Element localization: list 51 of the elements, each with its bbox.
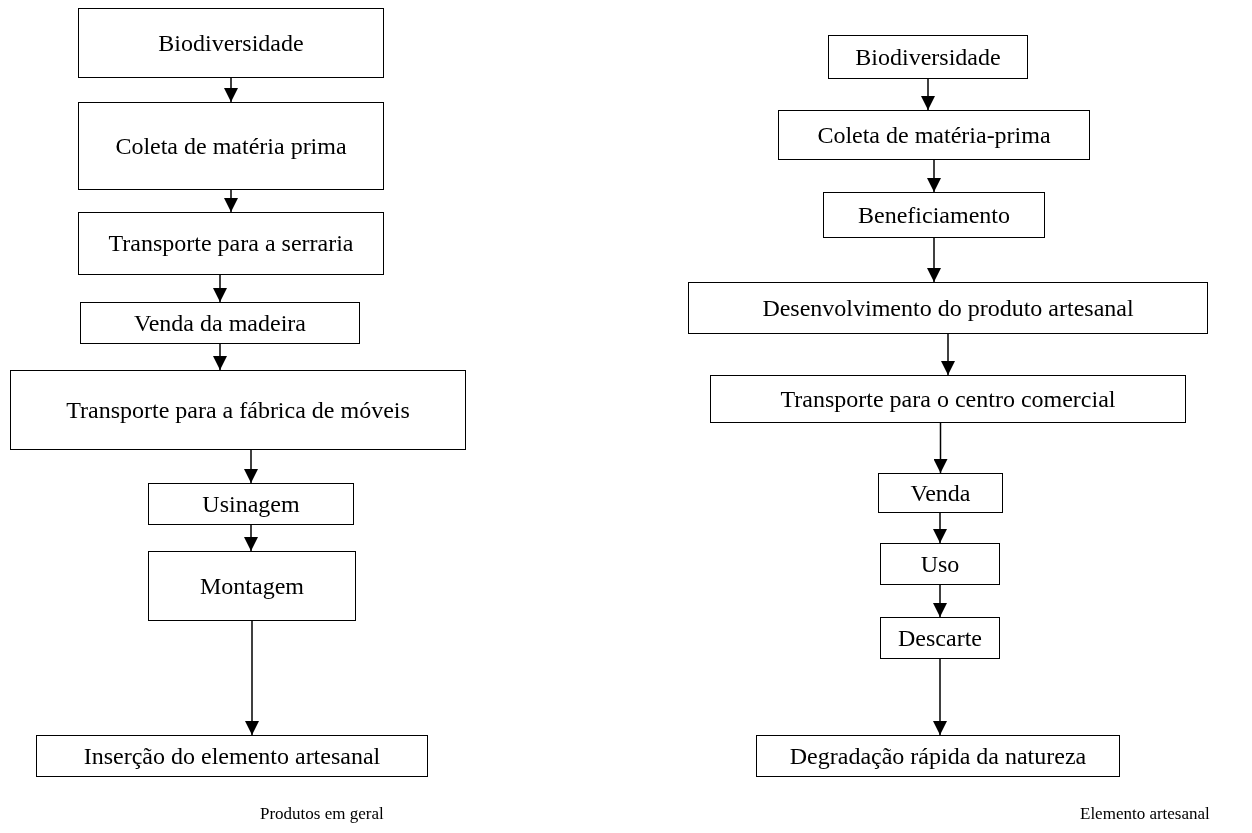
process-box (78, 102, 384, 190)
process-box (778, 110, 1090, 160)
box-label: Usinagem (202, 490, 300, 518)
box-label: Biodiversidade (855, 43, 1001, 71)
arrow (921, 78, 935, 111)
process-box (688, 282, 1208, 334)
process-box (710, 375, 1186, 423)
arrow (933, 422, 948, 474)
box-label: Transporte para a serraria (108, 230, 354, 257)
arrow (244, 449, 258, 484)
column-caption: Produtos em geral (260, 804, 384, 824)
box-label: Degradação rápida da natureza (789, 742, 1087, 770)
arrow (245, 620, 259, 736)
box-label: Coleta de matéria prima (115, 132, 347, 160)
process-box (148, 483, 354, 525)
box-label: Coleta de matéria-prima (817, 121, 1051, 149)
box-label: Uso (920, 550, 960, 578)
arrow (941, 333, 955, 376)
arrow (927, 159, 941, 193)
box-label: Inserção do elemento artesanal (83, 742, 381, 770)
process-box (828, 35, 1028, 79)
box-label: Transporte para o centro comercial (780, 385, 1116, 413)
box-label: Venda (910, 479, 971, 507)
process-box (823, 192, 1045, 238)
arrow (213, 274, 227, 303)
box-label: Montagem (200, 572, 304, 600)
arrow (927, 237, 941, 283)
process-box (756, 735, 1120, 777)
box-label: Beneficiamento (858, 201, 1010, 229)
box-label: Venda da madeira (134, 309, 306, 337)
box-label: Biodiversidade (158, 29, 304, 57)
arrow (224, 77, 238, 103)
process-box (878, 473, 1003, 513)
process-box (10, 370, 466, 450)
arrow (933, 512, 947, 544)
arrow (213, 343, 227, 371)
arrow (244, 524, 258, 552)
arrow (933, 584, 947, 618)
process-box (148, 551, 356, 621)
process-box (78, 8, 384, 78)
process-box (78, 212, 384, 275)
process-box (36, 735, 428, 777)
process-box (880, 617, 1000, 659)
arrow (933, 658, 947, 736)
process-box (80, 302, 360, 344)
column-caption: Elemento artesanal (1080, 804, 1210, 824)
process-box (880, 543, 1000, 585)
box-label: Transporte para a fábrica de móveis (66, 396, 410, 424)
box-label: Desenvolvimento do produto artesanal (762, 294, 1134, 322)
arrow (224, 189, 238, 213)
box-label: Descarte (898, 624, 982, 652)
